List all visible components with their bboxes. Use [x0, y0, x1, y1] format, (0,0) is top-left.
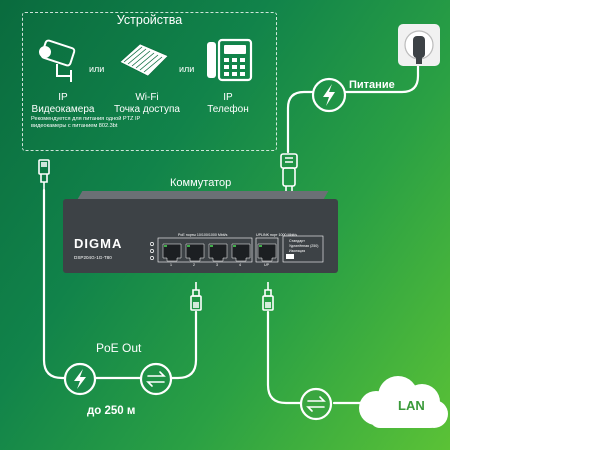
poe-ports-label: PoE порты 10/100/1000 Mbit/s: [178, 233, 228, 237]
lan-label: LAN: [398, 398, 425, 413]
status-led-3: [150, 256, 154, 260]
power-bolt-icon: [311, 77, 347, 113]
data-exchange-icon: [139, 362, 173, 396]
lan-cable: [266, 310, 302, 405]
poe-out-label: PoE Out: [96, 341, 142, 355]
device-phone-line2: Телефон: [207, 104, 249, 115]
wifi-access-point-icon: [119, 43, 169, 77]
port-4: [231, 243, 251, 262]
port-number-2: 2: [193, 263, 195, 267]
port-1-led: [164, 245, 167, 247]
status-led-2: [150, 249, 154, 253]
rj45-plug-poe-icon: [190, 282, 202, 311]
lan-exchange-icon: [299, 387, 333, 421]
device-camera-label: IP Видеокамера: [26, 92, 100, 116]
uplink-port-frame: [255, 237, 279, 263]
switch-front-panel: [150, 235, 324, 263]
or-label-2: или: [179, 64, 195, 74]
port-4-led: [233, 245, 236, 247]
poe-bolt-icon: [63, 362, 97, 396]
ip-phone-icon: [207, 38, 253, 82]
device-wifi-line2: Точка доступа: [114, 104, 180, 115]
device-camera-line1: IP: [58, 92, 68, 103]
mode-switch-frame: [282, 235, 324, 263]
switch-brand: DIGMA: [74, 236, 123, 251]
devices-title: Устройства: [116, 13, 183, 27]
poe-cable: [42, 188, 198, 380]
power-plug-icon: [280, 153, 298, 192]
status-led-1: [150, 242, 154, 246]
switch-model: DSP204G-1G-T80: [74, 255, 112, 260]
mode-label-standard: Стандарт: [289, 239, 305, 243]
power-cable: [286, 90, 314, 154]
devices-note: Рекомендуется для питания одной PTZ IP в…: [31, 116, 141, 130]
port-2: [185, 243, 205, 262]
device-wifi-line1: Wi-Fi: [135, 92, 159, 103]
mode-label-isolation: Изоляция: [289, 249, 306, 253]
port-number-1: 1: [170, 263, 172, 267]
device-phone-line1: IP: [223, 92, 233, 103]
connection-lines: [0, 0, 450, 450]
mode-label-extended: Удлинённая (250): [289, 244, 319, 248]
device-phone-label: IP Телефон: [196, 92, 260, 116]
ip-camera-icon: [39, 39, 76, 82]
diagram-canvas: Устройства или или IP Видеокамера: [0, 0, 450, 450]
port-2-led: [187, 245, 190, 247]
device-camera-line2: Видеокамера: [31, 104, 95, 115]
switch-title: Коммутатор: [170, 177, 232, 189]
power-cable-upper: [344, 62, 420, 94]
devices-box: [22, 12, 277, 151]
uplink-label: UPLINK порт 1000 Mbit/s: [256, 233, 298, 237]
distance-label: до 250 м: [87, 405, 136, 417]
rj45-plug-icon: [38, 159, 50, 192]
port-1: [162, 243, 182, 262]
port-uplink: [257, 243, 277, 262]
device-wifi-label: Wi-Fi Точка доступа: [105, 92, 189, 116]
port-uplink-led: [259, 245, 262, 247]
port-number-3: 3: [216, 263, 218, 267]
port-number-uplink: UP: [264, 263, 269, 267]
poe-ports-frame: [157, 237, 253, 263]
power-label: Питание: [349, 79, 395, 91]
or-label-1: или: [89, 64, 105, 74]
rj45-plug-lan-icon: [262, 282, 274, 311]
port-3-led: [210, 245, 213, 247]
port-3: [208, 243, 228, 262]
mode-slider: [286, 254, 294, 259]
port-number-4: 4: [239, 263, 241, 267]
power-socket-icon: [398, 24, 440, 66]
lan-cloud-icon: [359, 376, 448, 428]
